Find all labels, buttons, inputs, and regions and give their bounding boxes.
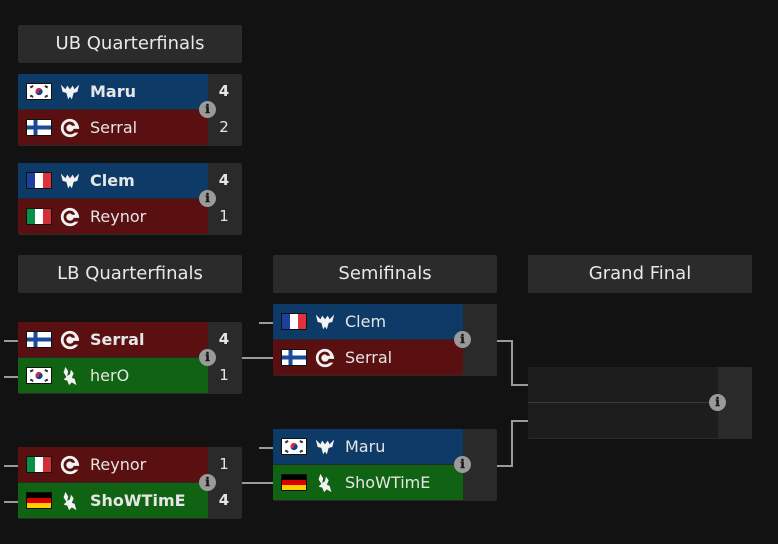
match-info-icon[interactable]: ℹ xyxy=(199,474,216,491)
connector-line xyxy=(497,340,512,342)
player-row[interactable]: ShoWTimE xyxy=(273,465,463,500)
flag-it-icon xyxy=(26,208,52,225)
zerg-race-icon xyxy=(58,453,82,477)
match-info-icon[interactable]: ℹ xyxy=(454,456,471,473)
player-name: ShoWTimE xyxy=(90,491,186,510)
match-info-icon[interactable]: ℹ xyxy=(199,101,216,118)
empty-slot[interactable] xyxy=(528,367,718,402)
flag-kr-icon xyxy=(281,438,307,455)
player-name: Serral xyxy=(90,118,138,137)
player-score: 4 xyxy=(218,330,230,348)
player-score: 1 xyxy=(219,207,229,225)
connector-line xyxy=(497,465,512,467)
connector-line xyxy=(259,322,273,324)
player-name: Reynor xyxy=(90,207,147,226)
player-name: Maru xyxy=(90,82,136,101)
player-row[interactable]: ShoWTimE xyxy=(18,483,208,518)
header-grand-final: Grand Final xyxy=(528,255,752,293)
terran-race-icon xyxy=(58,169,82,193)
player-name: Clem xyxy=(345,312,387,331)
match-info-icon[interactable]: ℹ xyxy=(709,394,726,411)
match-ubqf2: Clem Reynor 4 1 ℹ xyxy=(18,163,242,235)
protoss-race-icon xyxy=(58,489,82,513)
slot-divider xyxy=(528,402,718,403)
flag-kr-icon xyxy=(26,83,52,100)
zerg-race-icon xyxy=(58,205,82,229)
connector-line xyxy=(511,340,513,386)
connector-line xyxy=(4,501,18,503)
match-lbqf1: Serral herO 4 1 ℹ xyxy=(18,322,242,394)
match-sf1: Clem Serral ℹ xyxy=(273,304,497,376)
zerg-race-icon xyxy=(58,116,82,140)
player-score: 1 xyxy=(219,366,229,384)
flag-de-icon xyxy=(281,474,307,491)
player-score: 4 xyxy=(218,171,230,189)
player-name: herO xyxy=(90,366,130,385)
terran-race-icon xyxy=(313,310,337,334)
match-ubqf1: Maru Serral 4 2 ℹ xyxy=(18,74,242,146)
player-row[interactable]: Maru xyxy=(273,429,463,464)
zerg-race-icon xyxy=(58,328,82,352)
flag-fr-icon xyxy=(281,313,307,330)
zerg-race-icon xyxy=(313,346,337,370)
header-semifinals: Semifinals xyxy=(273,255,497,293)
match-info-icon[interactable]: ℹ xyxy=(199,190,216,207)
match-grand-final: ℹ xyxy=(528,367,752,439)
connector-line xyxy=(511,420,513,467)
flag-fi-icon xyxy=(26,331,52,348)
connector-line xyxy=(4,340,18,342)
player-name: Maru xyxy=(345,437,386,456)
player-row[interactable]: Reynor xyxy=(18,447,208,482)
protoss-race-icon xyxy=(313,471,337,495)
flag-fr-icon xyxy=(26,172,52,189)
header-ub-quarterfinals: UB Quarterfinals xyxy=(18,25,242,63)
player-row[interactable]: Maru xyxy=(18,74,208,109)
player-row[interactable]: herO xyxy=(18,358,208,393)
player-score: 1 xyxy=(219,455,229,473)
connector-line xyxy=(242,357,273,359)
match-sf2: Maru ShoWTimE ℹ xyxy=(273,429,497,501)
connector-line xyxy=(4,376,18,378)
flag-it-icon xyxy=(26,456,52,473)
connector-line xyxy=(511,420,528,422)
player-name: Reynor xyxy=(90,455,147,474)
flag-fi-icon xyxy=(26,119,52,136)
match-info-icon[interactable]: ℹ xyxy=(454,331,471,348)
terran-race-icon xyxy=(313,435,337,459)
connector-line xyxy=(242,482,273,484)
player-name: Serral xyxy=(90,330,145,349)
terran-race-icon xyxy=(58,80,82,104)
player-row[interactable]: Clem xyxy=(18,163,208,198)
player-row[interactable]: Clem xyxy=(273,304,463,339)
connector-line xyxy=(4,465,18,467)
player-score: 2 xyxy=(219,118,229,136)
player-row[interactable]: Serral xyxy=(18,110,208,145)
match-lbqf2: Reynor ShoWTimE 1 4 ℹ xyxy=(18,447,242,519)
connector-line xyxy=(511,384,528,386)
player-score: 4 xyxy=(218,82,230,100)
match-info-icon[interactable]: ℹ xyxy=(199,349,216,366)
player-row[interactable]: Serral xyxy=(273,340,463,375)
player-row[interactable]: Serral xyxy=(18,322,208,357)
player-name: Clem xyxy=(90,171,135,190)
player-name: Serral xyxy=(345,348,393,367)
flag-fi-icon xyxy=(281,349,307,366)
empty-slot[interactable] xyxy=(528,403,718,438)
player-name: ShoWTimE xyxy=(345,473,431,492)
flag-de-icon xyxy=(26,492,52,509)
flag-kr-icon xyxy=(26,367,52,384)
header-lb-quarterfinals: LB Quarterfinals xyxy=(18,255,242,293)
player-row[interactable]: Reynor xyxy=(18,199,208,234)
protoss-race-icon xyxy=(58,364,82,388)
connector-line xyxy=(259,447,273,449)
player-score: 4 xyxy=(218,491,230,509)
